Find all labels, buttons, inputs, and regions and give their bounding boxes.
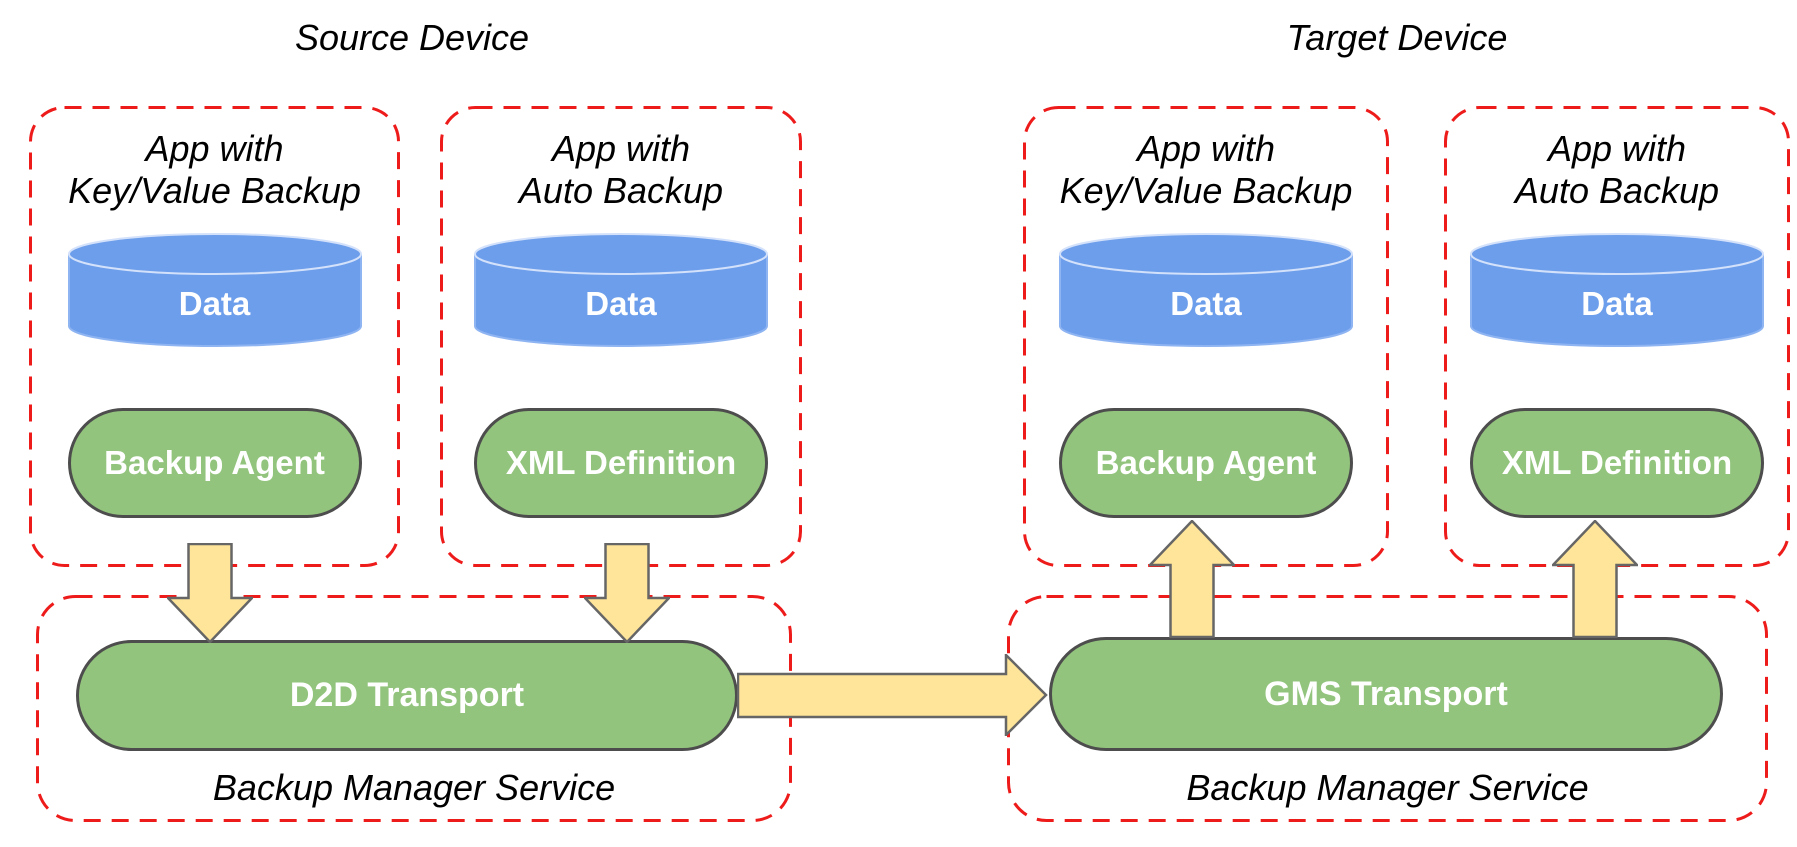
cylinder-label: Data: [1170, 285, 1242, 322]
cylinder-label: Data: [1581, 285, 1653, 322]
dashed-border: [36, 595, 792, 822]
down-arrow-xml-definition: [584, 543, 670, 643]
target-app-auto-label: App with Auto Backup: [1514, 128, 1720, 211]
gms-transport-pill: GMS Transport: [1049, 637, 1723, 751]
target-app-keyvalue-label: App with Key/Value Backup: [1059, 128, 1353, 211]
target-backup-manager-box: GMS Transport Backup Manager Service: [1007, 595, 1768, 822]
source-backup-manager-box: D2D Transport Backup Manager Service: [36, 595, 792, 822]
cylinder-shape: [67, 233, 362, 347]
source-app-keyvalue-box: App with Key/Value Backup Data Backup Ag…: [29, 106, 400, 567]
down-arrow-backup-agent: [167, 543, 253, 643]
cylinder-shape: [1059, 233, 1353, 347]
up-arrow-xml-definition: [1552, 520, 1638, 638]
backup-manager-service-label: Backup Manager Service: [212, 767, 616, 808]
xml-definition-pill: XML Definition: [474, 408, 768, 518]
transport-flow-arrow: [737, 654, 1048, 736]
target-app-auto-box: App with Auto Backup Data XML Definition: [1444, 106, 1790, 567]
source-app-keyvalue-label: App with Key/Value Backup: [68, 128, 361, 211]
cylinder-shape: [1470, 233, 1764, 347]
xml-definition-pill: XML Definition: [1470, 408, 1764, 518]
data-cylinder: Data: [1469, 232, 1765, 348]
up-arrow-backup-agent: [1149, 520, 1235, 638]
dashed-border: [29, 106, 400, 567]
data-cylinder: Data: [67, 232, 363, 348]
source-device-title: Source Device: [294, 17, 530, 58]
source-app-auto-label: App with Auto Backup: [518, 128, 724, 211]
target-device-title: Target Device: [1286, 17, 1508, 58]
cylinder-label: Data: [585, 285, 657, 322]
cylinder-shape: [474, 233, 768, 347]
data-cylinder: Data: [1058, 232, 1354, 348]
d2d-transport-pill: D2D Transport: [76, 640, 738, 751]
data-cylinder: Data: [473, 232, 769, 348]
backup-manager-service-label: Backup Manager Service: [1186, 767, 1589, 808]
target-app-keyvalue-box: App with Key/Value Backup Data Backup Ag…: [1023, 106, 1389, 567]
backup-agent-pill: Backup Agent: [67, 408, 362, 518]
source-app-auto-box: App with Auto Backup Data XML Definition: [440, 106, 802, 567]
backup-agent-pill: Backup Agent: [1059, 408, 1353, 518]
cylinder-label: Data: [178, 285, 251, 322]
